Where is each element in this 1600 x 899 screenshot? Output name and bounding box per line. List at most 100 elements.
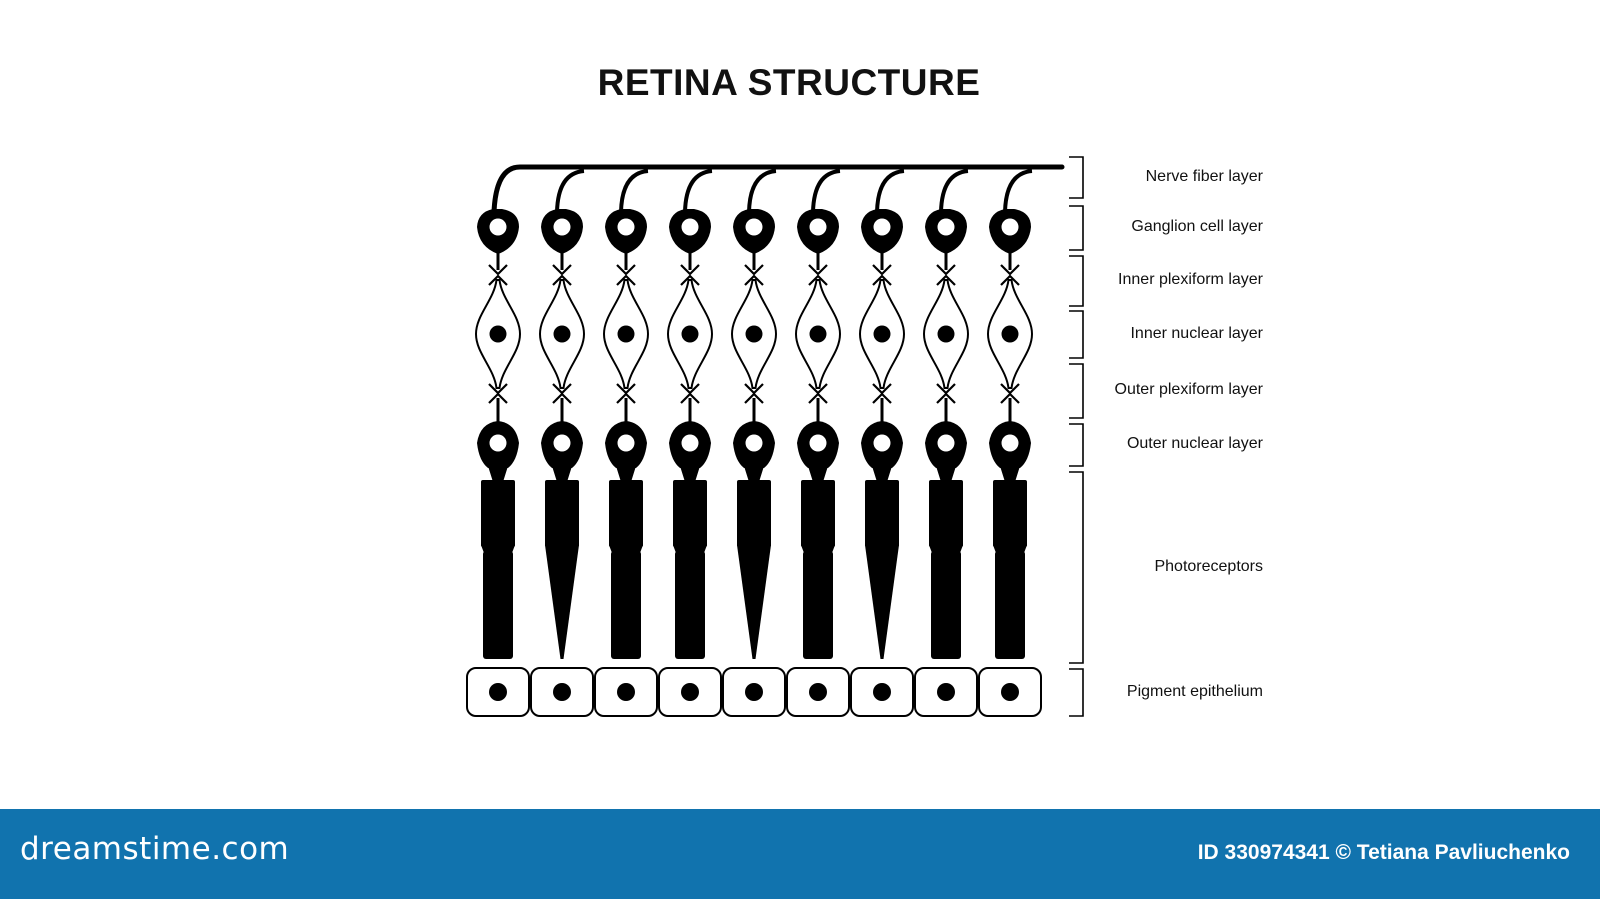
synapse-inner-lower (488, 274, 508, 286)
layer-bracket (1069, 668, 1084, 717)
diagram-title: RETINA STRUCTURE (597, 62, 981, 103)
retina-column (466, 209, 530, 717)
ganglion-nucleus (745, 218, 763, 236)
photoreceptor-inner-segment (865, 480, 899, 547)
synapse-inner-lower (616, 274, 636, 286)
footer-brand[interactable]: dreamstime.com (20, 831, 290, 867)
retina-column (530, 169, 594, 717)
retina-columns (466, 164, 1065, 717)
photoreceptor-inner-segment (545, 480, 579, 547)
retina-column (850, 169, 914, 717)
bipolar-nucleus (937, 325, 955, 343)
ganglion-nucleus (489, 218, 507, 236)
photoreceptor-inner-segment (993, 480, 1027, 547)
nerve-fiber (875, 169, 905, 213)
ganglion-nucleus (1001, 218, 1019, 236)
layer-bracket (1069, 471, 1084, 664)
photoreceptor-neck (616, 466, 636, 482)
synapse-outer-lower (872, 392, 892, 404)
synapse-inner-lower (872, 274, 892, 286)
photoreceptor-inner-segment (481, 480, 515, 547)
photoreceptor-nucleus (489, 434, 507, 452)
nerve-fiber (619, 169, 649, 213)
ganglion-nucleus (617, 218, 635, 236)
retina-column (786, 169, 850, 717)
photoreceptor-nucleus (617, 434, 635, 452)
nerve-fiber-trunk (491, 164, 1065, 215)
synapse-outer-lower (744, 392, 764, 404)
photoreceptor-neck (488, 466, 508, 482)
rod-outer-segment (483, 551, 513, 659)
cone-outer-segment (737, 545, 771, 659)
layer-label: Inner plexiform layer (1118, 271, 1263, 288)
bipolar-nucleus (553, 325, 571, 343)
ganglion-nucleus (553, 218, 571, 236)
layer-label: Ganglion cell layer (1131, 218, 1263, 235)
synapse-outer-lower (552, 392, 572, 404)
synapse-outer-lower (616, 392, 636, 404)
synapse-inner-upper (936, 264, 956, 276)
pigment-cell-nucleus (937, 683, 955, 701)
synapse-outer-lower (936, 392, 956, 404)
photoreceptor-inner-segment (929, 480, 963, 547)
photoreceptor-nucleus (553, 434, 571, 452)
photoreceptor-nucleus (681, 434, 699, 452)
bipolar-nucleus (809, 325, 827, 343)
photoreceptor-inner-segment (673, 480, 707, 547)
photoreceptor-inner-segment (737, 480, 771, 547)
synapse-inner-upper (552, 264, 572, 276)
synapse-outer-lower (488, 392, 508, 404)
bipolar-nucleus (745, 325, 763, 343)
nerve-fiber (939, 169, 969, 213)
pigment-cell-nucleus (809, 683, 827, 701)
pigment-cell-nucleus (617, 683, 635, 701)
nerve-fiber (811, 169, 841, 213)
synapse-outer-lower (680, 392, 700, 404)
pigment-cell-nucleus (873, 683, 891, 701)
synapse-inner-upper (872, 264, 892, 276)
synapse-inner-upper (744, 264, 764, 276)
nerve-fiber (747, 169, 777, 213)
cone-outer-segment (865, 545, 899, 659)
bipolar-nucleus (489, 325, 507, 343)
photoreceptor-neck (872, 466, 892, 482)
footer-bar: dreamstime.com ID 330974341 © Tetiana Pa… (0, 809, 1600, 899)
layer-label: Photoreceptors (1154, 557, 1263, 575)
layer-bracket (1069, 423, 1084, 467)
photoreceptor-neck (936, 466, 956, 482)
rod-outer-segment (995, 551, 1025, 659)
pigment-cell-nucleus (745, 683, 763, 701)
synapse-inner-upper (680, 264, 700, 276)
ganglion-nucleus (809, 218, 827, 236)
rod-outer-segment (611, 551, 641, 659)
footer-credit: ID 330974341 © Tetiana Pavliuchenko (1197, 841, 1570, 864)
synapse-outer-lower (808, 392, 828, 404)
photoreceptor-inner-segment (609, 480, 643, 547)
synapse-inner-upper (616, 264, 636, 276)
photoreceptor-nucleus (1001, 434, 1019, 452)
photoreceptor-neck (744, 466, 764, 482)
synapse-inner-lower (680, 274, 700, 286)
photoreceptor-neck (680, 466, 700, 482)
layer-bracket (1069, 310, 1084, 359)
retina-diagram (466, 156, 1084, 717)
bipolar-nucleus (1001, 325, 1019, 343)
retina-column (658, 169, 722, 717)
rod-outer-segment (675, 551, 705, 659)
layer-bracket (1069, 205, 1084, 251)
photoreceptor-nucleus (745, 434, 763, 452)
pigment-cell-nucleus (681, 683, 699, 701)
bipolar-nucleus (617, 325, 635, 343)
synapse-inner-upper (808, 264, 828, 276)
rod-outer-segment (803, 551, 833, 659)
pigment-cell-nucleus (489, 683, 507, 701)
retina-column (978, 169, 1042, 717)
photoreceptor-nucleus (873, 434, 891, 452)
synapse-inner-lower (1000, 274, 1020, 286)
synapse-inner-upper (488, 264, 508, 276)
synapse-inner-upper (1000, 264, 1020, 276)
retina-column (914, 169, 978, 717)
synapse-outer-lower (1000, 392, 1020, 404)
photoreceptor-neck (1000, 466, 1020, 482)
pigment-cell-nucleus (1001, 683, 1019, 701)
